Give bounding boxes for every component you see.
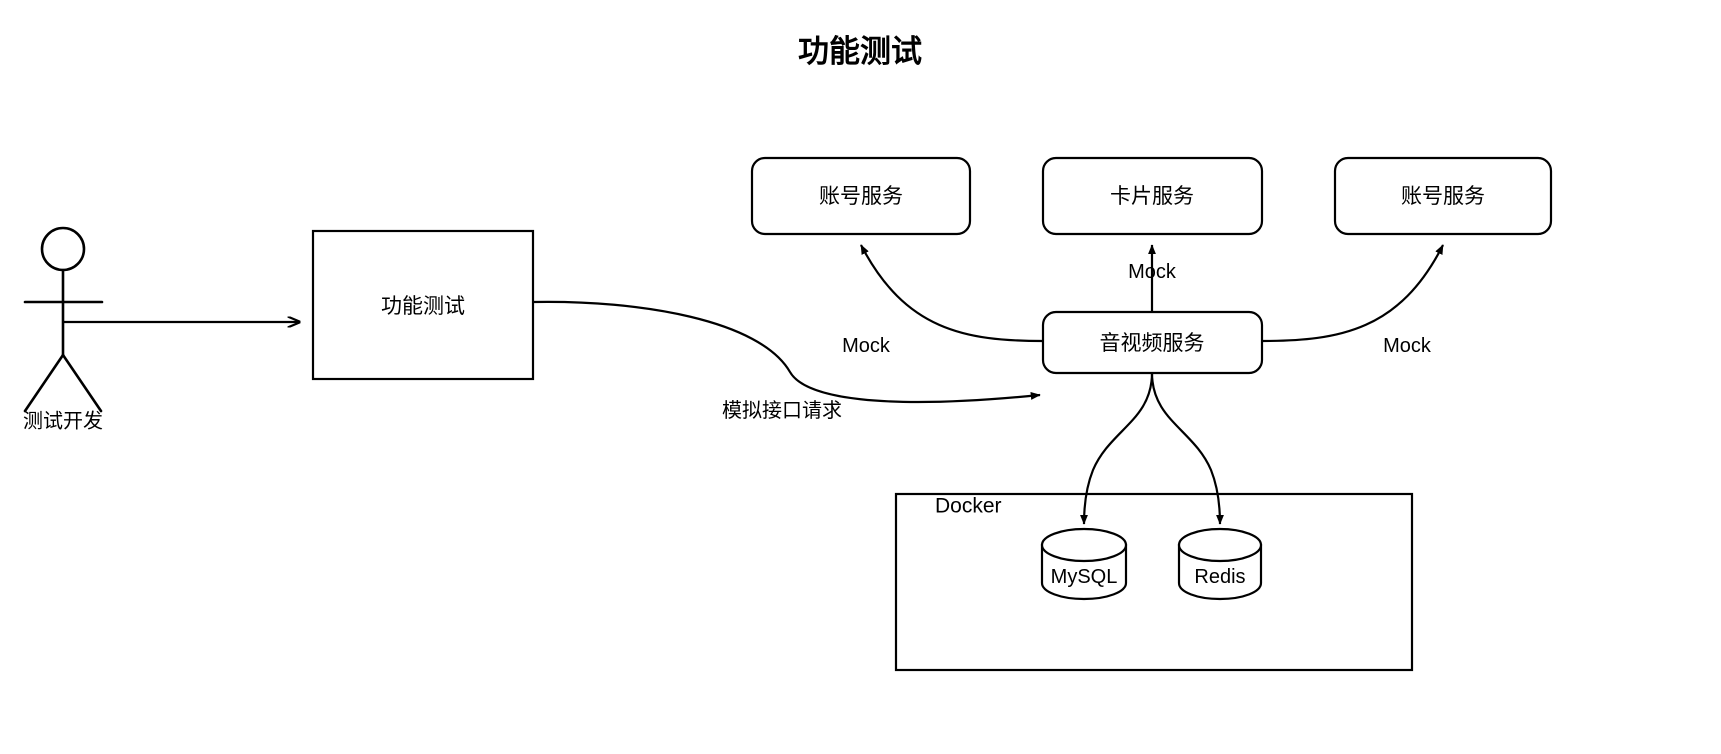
edge-av-to-account-right: Mock (1261, 244, 1444, 357)
node-box[interactable] (1041, 156, 1264, 236)
group-box (894, 492, 1414, 672)
edge-func-test-to-av-svc: 模拟接口请求 (532, 300, 1041, 422)
node-label: 音视频服务 (1100, 332, 1205, 355)
node-label: 卡片服务 (1110, 185, 1194, 208)
edge-label-mock-request: 模拟接口请求 (722, 399, 842, 422)
node-av-service[interactable]: 音视频服务 (1041, 310, 1264, 375)
db-label: MySQL (1051, 566, 1118, 588)
edge-label-mock-left: Mock (842, 335, 891, 357)
edge-line (532, 300, 1041, 404)
db-top-icon (1040, 527, 1128, 563)
page-title: 功能测试 (798, 34, 922, 69)
node-account-service-right[interactable]: 账号服务 (1333, 156, 1553, 236)
db-label: Redis (1194, 566, 1245, 588)
edge-line (860, 244, 1044, 343)
group-label: Docker (935, 494, 1002, 517)
node-label: 功能测试 (381, 295, 465, 318)
node-label: 账号服务 (1401, 185, 1485, 208)
edge-line (1150, 372, 1224, 525)
node-box[interactable] (1333, 156, 1553, 236)
node-card-service[interactable]: 卡片服务 (1041, 156, 1264, 236)
actor-stick-figure: 测试开发 (23, 226, 104, 433)
edge-label-mock-center: Mock (1128, 261, 1177, 283)
edge-line (1080, 372, 1154, 525)
node-box[interactable] (311, 229, 535, 381)
edge-line (1261, 244, 1444, 343)
node-box[interactable] (750, 156, 972, 236)
db-mysql[interactable]: MySQL (1040, 527, 1128, 601)
node-label: 账号服务 (819, 185, 903, 208)
actor-right-leg-icon (61, 353, 103, 413)
edge-av-to-account-left: Mock (842, 244, 1044, 357)
edge-av-to-card: Mock (1128, 244, 1177, 312)
actor-left-leg-icon (23, 353, 65, 413)
edge-av-to-redis (1150, 372, 1224, 525)
db-redis[interactable]: Redis (1177, 527, 1263, 601)
db-top-icon (1177, 527, 1263, 563)
node-func-test[interactable]: 功能测试 (311, 229, 535, 381)
node-account-service-left[interactable]: 账号服务 (750, 156, 972, 236)
group-docker: Docker (894, 492, 1414, 672)
actor-head-icon (40, 226, 86, 272)
actor-label: 测试开发 (23, 410, 103, 433)
edge-label-mock-right: Mock (1383, 335, 1432, 357)
edge-av-to-mysql (1080, 372, 1154, 525)
